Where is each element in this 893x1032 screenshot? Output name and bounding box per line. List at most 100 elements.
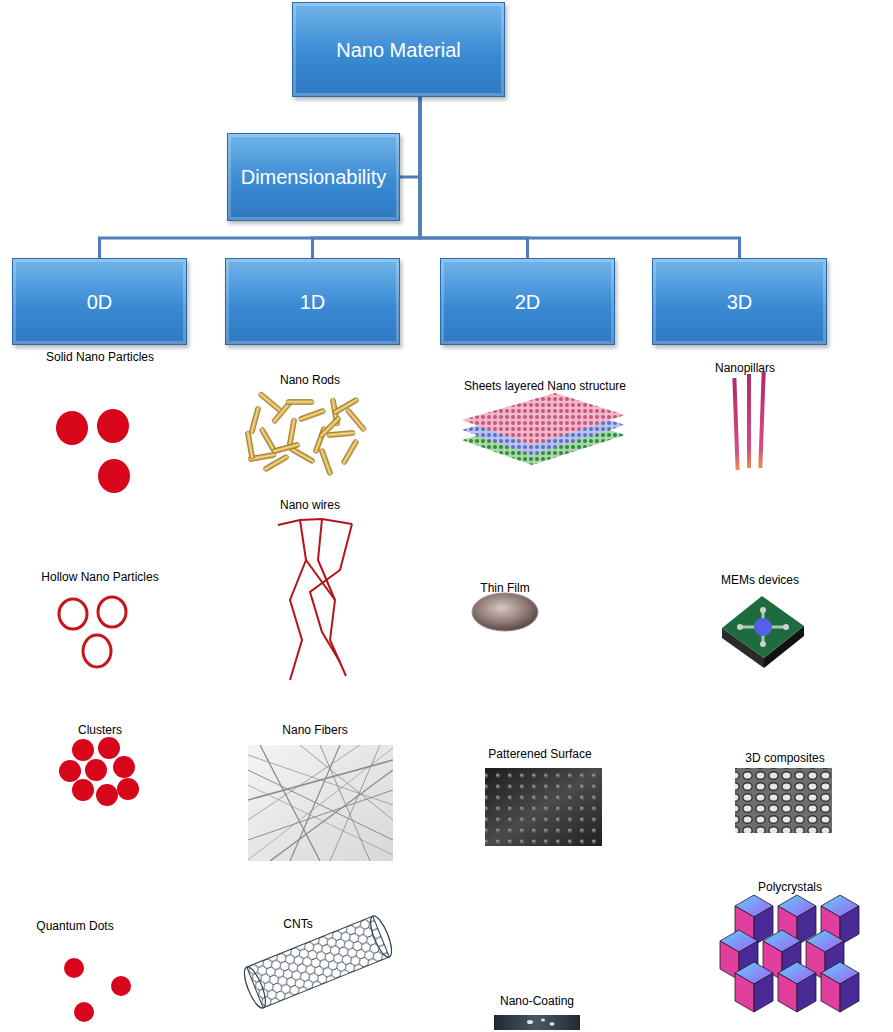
nanorods-part [249, 406, 261, 434]
quantum-dots-part [64, 958, 84, 978]
nanorods-part [263, 454, 290, 472]
nano-coating [494, 1015, 580, 1030]
mems-device [722, 596, 804, 668]
nanofibers-part-part [330, 745, 380, 861]
layered-sheets [462, 393, 625, 465]
mems-device-part [740, 610, 786, 644]
nanowires [278, 519, 352, 680]
nanorods-part [318, 415, 341, 438]
cluster-particles-part [117, 778, 139, 800]
nanorods-part [298, 408, 326, 422]
hollow-nanoparticles-part [83, 635, 111, 667]
cluster-particles-part [72, 739, 94, 761]
nano-coating-part [541, 1019, 545, 1022]
box-label: 1D [300, 290, 326, 314]
nanorods-part [333, 397, 360, 415]
item-caption: Thin Film [480, 581, 529, 595]
item-caption: MEMs devices [721, 573, 799, 587]
cluster-particles-part [113, 756, 135, 778]
cluster-particles [59, 737, 139, 806]
mems-device-part [754, 618, 772, 636]
nanofibers-part-part [270, 770, 393, 861]
nanorods-part [345, 408, 367, 433]
mems-device-part [737, 624, 743, 630]
tree-connector [420, 97, 740, 258]
hollow-nanoparticles-part [98, 597, 126, 627]
nanopillars-part [758, 372, 765, 468]
nanofibers-part-part [248, 770, 393, 840]
item-caption: 3D composites [745, 751, 824, 765]
cluster-particles-part [72, 779, 94, 801]
nanofibers-part-part [290, 745, 340, 861]
polycrystal-cubes-part [821, 962, 859, 1012]
box-label: 0D [87, 290, 113, 314]
cluster-particles-part [96, 784, 118, 806]
item-caption: Hollow Nano Particles [41, 570, 158, 584]
dimension-box: 1D [225, 258, 400, 345]
tree-connector [420, 97, 528, 258]
polycrystal-cubes-part [735, 962, 773, 1012]
tree-connector [400, 97, 420, 177]
item-caption: Polycrystals [758, 880, 822, 894]
item-caption: Nano Rods [280, 373, 340, 387]
nanowires-part [290, 520, 306, 680]
solid-nanoparticles-part [97, 409, 129, 443]
item-caption: Solid Nano Particles [46, 350, 154, 364]
nanowires-part [278, 519, 352, 525]
dimension-box: 0D [12, 258, 187, 345]
nanofibers-part-part [248, 745, 360, 820]
item-caption: Nano-Coating [500, 994, 574, 1008]
nanowires-part [306, 560, 335, 600]
mems-device-part [722, 596, 804, 658]
hollow-nanoparticles [59, 597, 126, 667]
item-caption: CNTs [283, 917, 312, 931]
nanofibers-part-part [248, 785, 393, 855]
mems-device-part [760, 607, 766, 613]
category-box: Nano Material [292, 2, 505, 97]
layered-sheets-part [462, 393, 625, 445]
nanofibers-part-part [320, 745, 370, 861]
nanorods-part [327, 430, 355, 437]
box-label: Nano Material [336, 38, 461, 62]
solid-nanoparticles-part [98, 459, 130, 493]
hollow-nanoparticles-part [59, 599, 87, 629]
nanorods-part [286, 400, 314, 405]
nanorods-part [287, 418, 297, 446]
nanorods-part [258, 391, 283, 413]
tree-connector [100, 97, 421, 258]
patterned-surface-part [485, 768, 602, 846]
nanofibers-part [248, 745, 393, 861]
polycrystal-cubes-part [778, 962, 816, 1012]
carbon-nanotube-part [366, 914, 395, 960]
quantum-dots-part [111, 976, 131, 996]
carbon-nanotube [240, 914, 396, 1011]
nano-coating-part [494, 1015, 580, 1030]
box-label: 2D [515, 290, 541, 314]
cluster-particles-part [85, 759, 107, 781]
item-caption: Nano wires [280, 498, 340, 512]
polycrystal-cubes [720, 895, 859, 1012]
nanorods-part [319, 448, 333, 476]
item-caption: Patterened Surface [488, 747, 591, 761]
nanopillars [732, 372, 765, 470]
box-label: Dimensionability [241, 165, 387, 189]
nano-coating-part [550, 1022, 555, 1026]
nano-coating-part [527, 1020, 533, 1024]
3d-composite [735, 768, 832, 833]
carbon-nanotube-part [247, 916, 390, 1008]
layered-sheets-part [462, 393, 625, 445]
thin-film-wafer-part [472, 593, 538, 631]
patterned-surface [485, 768, 602, 846]
nanofibers-part-part [248, 755, 393, 805]
nanopillars-part [732, 378, 739, 470]
solid-nanoparticles-part [56, 411, 88, 445]
item-caption: Quantum Dots [36, 919, 113, 933]
item-caption: Nanopillars [715, 361, 775, 375]
nanorods-part [245, 431, 255, 459]
item-caption: Clusters [78, 723, 122, 737]
nanorods-part [341, 439, 359, 466]
nanorods [245, 391, 367, 476]
nanofibers-part [248, 745, 393, 861]
